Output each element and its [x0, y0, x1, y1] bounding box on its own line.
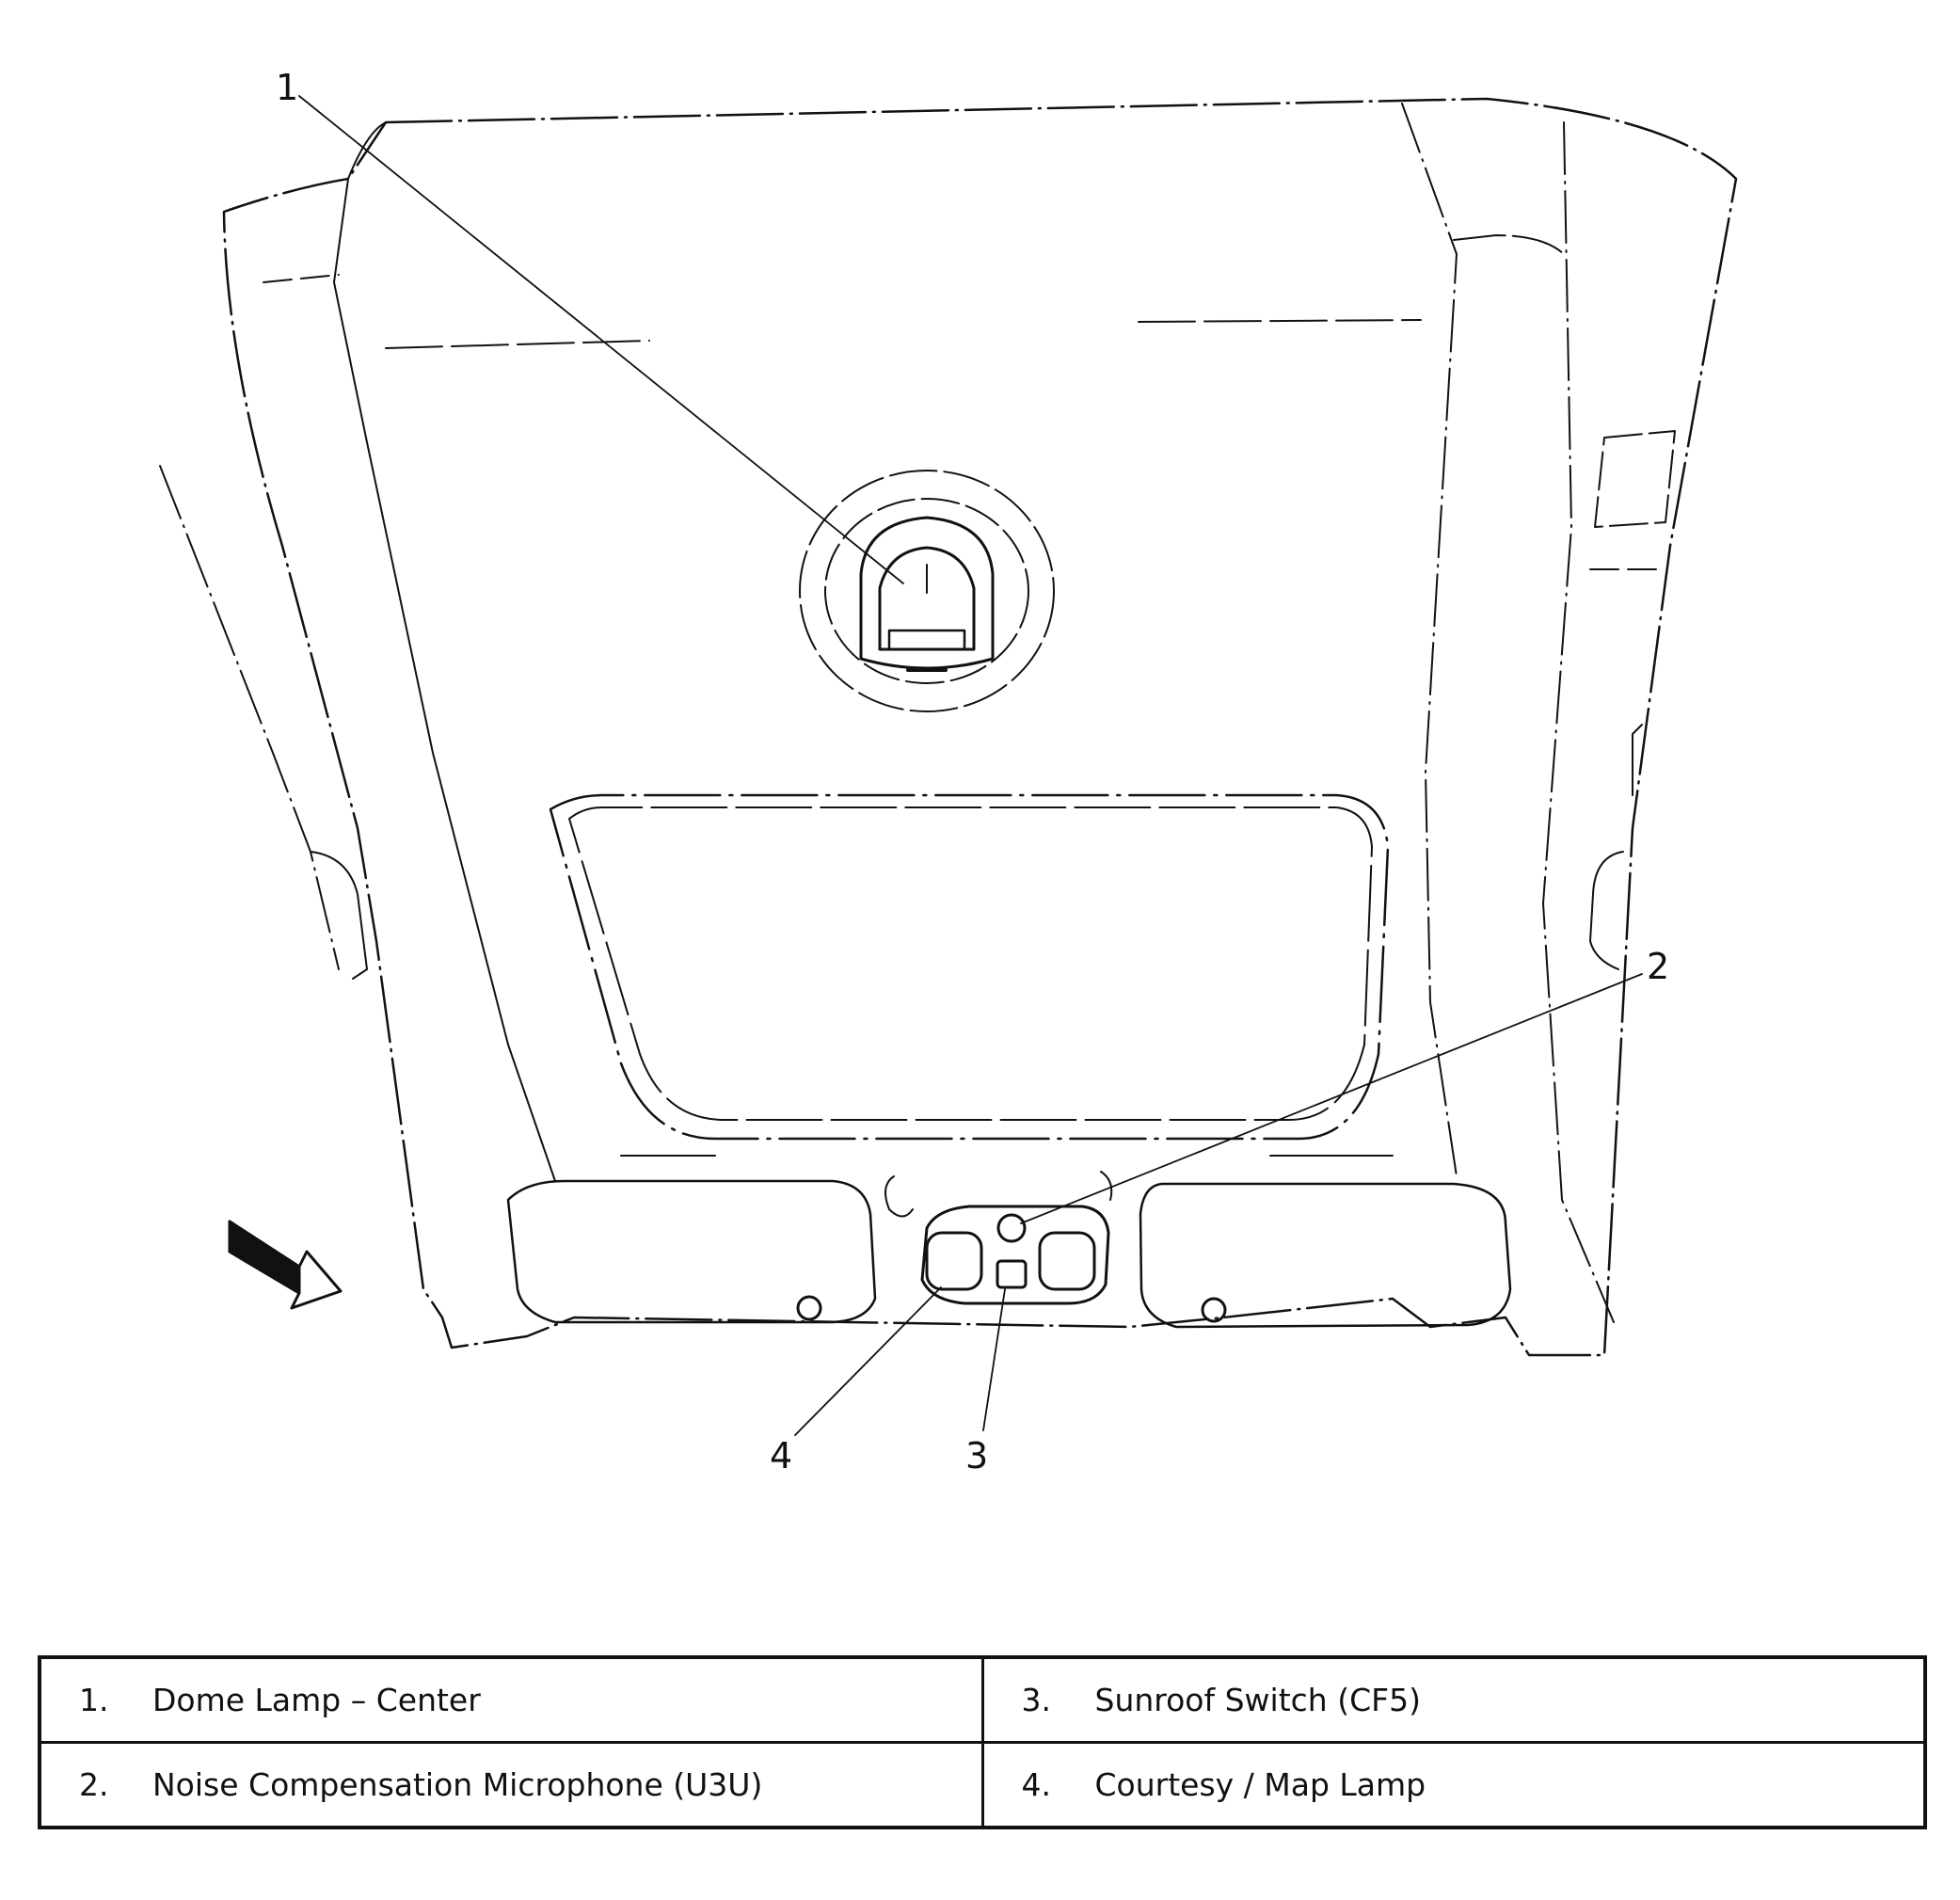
legend-text: Noise Compensation Microphone (U3U) — [152, 1766, 763, 1803]
visor-hook-right — [1100, 1171, 1113, 1201]
callout-number-1: 1 — [276, 67, 298, 108]
leader-line-2 — [1020, 973, 1643, 1224]
legend-row: 2. Noise Compensation Microphone (U3U) 4.… — [38, 1741, 1927, 1829]
headliner-outline — [222, 97, 1738, 1357]
left-pillar-notch — [310, 851, 368, 980]
dome-lamp-switch — [887, 629, 966, 651]
right-notch-1 — [1632, 724, 1643, 796]
dome-lamp-lens — [878, 546, 976, 651]
leader-line-1 — [298, 95, 904, 584]
noise-microphone — [996, 1213, 1027, 1243]
legend-number: 2. — [79, 1766, 109, 1803]
right-pillar-line — [1401, 103, 1458, 1177]
right-recess — [1594, 430, 1676, 528]
legend-cell-4: 4. Courtesy / Map Lamp — [980, 1741, 1927, 1829]
sunroof-opening-inner — [568, 806, 1373, 1121]
front-direction-arrow-icon — [228, 1220, 343, 1310]
legend-text: Dome Lamp – Center — [152, 1682, 481, 1718]
legend-cell-1: 1. Dome Lamp – Center — [38, 1655, 984, 1744]
dome-lamp-ring-mid — [824, 498, 1029, 684]
legend-number: 4. — [1021, 1766, 1052, 1803]
left-sunvisor — [506, 1179, 877, 1324]
leader-line-4 — [794, 1286, 942, 1436]
sunroof-opening-outer — [549, 793, 1390, 1141]
panel-line-3 — [263, 274, 340, 283]
panel-line-1 — [385, 340, 650, 349]
headliner-top-edge — [333, 121, 556, 1182]
legend-text: Sunroof Switch (CF5) — [1094, 1682, 1421, 1718]
right-pillar-line-2 — [1542, 121, 1615, 1323]
legend-table: 1. Dome Lamp – Center 3. Sunroof Switch (C… — [38, 1655, 1927, 1829]
visor-hook-left — [884, 1175, 914, 1218]
visor-mount-right — [1201, 1297, 1227, 1323]
courtesy-map-lamp-lens-right — [1038, 1231, 1096, 1291]
left-pillar-line — [159, 465, 340, 970]
right-notch-2 — [1589, 851, 1624, 970]
legend-number: 3. — [1021, 1682, 1052, 1718]
callout-number-2: 2 — [1647, 946, 1669, 987]
sunroof-switch — [996, 1259, 1028, 1289]
legend-cell-2: 2. Noise Compensation Microphone (U3U) — [38, 1741, 984, 1829]
callout-number-3: 3 — [965, 1435, 988, 1477]
overhead-console — [920, 1205, 1110, 1305]
legend-number: 1. — [79, 1682, 109, 1718]
legend-row: 1. Dome Lamp – Center 3. Sunroof Switch (C… — [38, 1655, 1927, 1744]
visor-mount-left — [796, 1295, 822, 1321]
leader-line-3 — [982, 1288, 1006, 1431]
dome-lamp-ring-outer — [799, 470, 1055, 712]
panel-line-2 — [1138, 319, 1422, 323]
right-pillar-top — [1453, 234, 1565, 255]
legend-text: Courtesy / Map Lamp — [1094, 1766, 1426, 1803]
courtesy-map-lamp-lens — [925, 1231, 983, 1291]
callout-number-4: 4 — [770, 1435, 792, 1477]
legend-cell-3: 3. Sunroof Switch (CF5) — [980, 1655, 1927, 1744]
right-sunvisor — [1139, 1182, 1512, 1329]
